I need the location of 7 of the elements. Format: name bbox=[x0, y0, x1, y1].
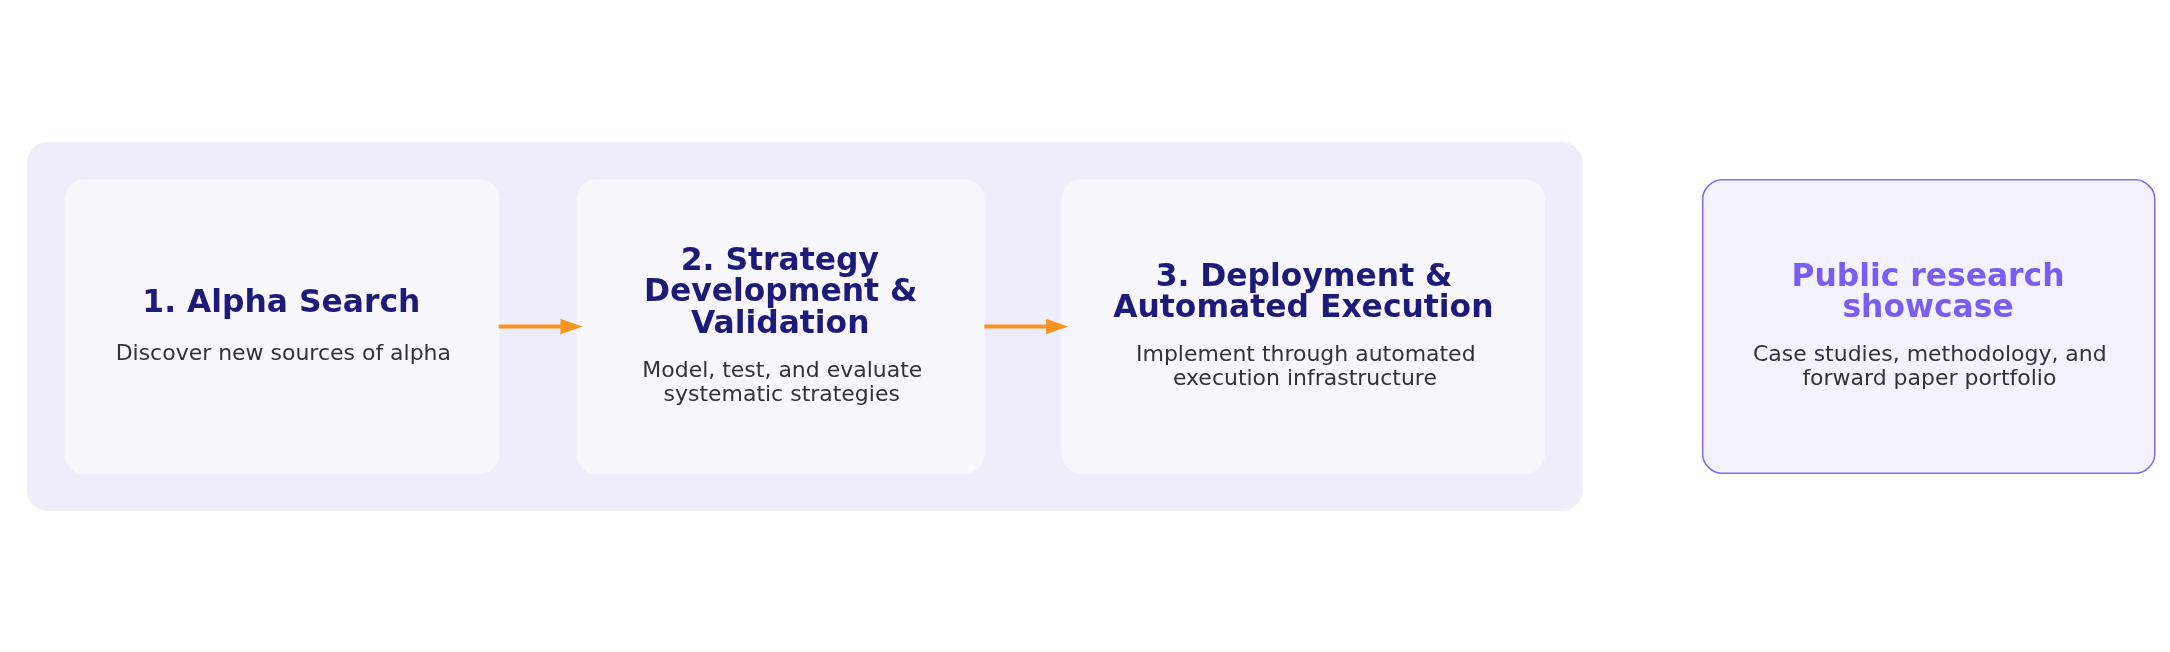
node-box: 2. Strategy Development & Validation Model, test, and evaluate systematic strategies bbox=[576, 178, 985, 474]
node-box: 1. Alpha Search Discover new sources of alpha bbox=[64, 178, 500, 474]
node-box: 3. Deployment & Automated Execution Implement through automated execution infrastructure bbox=[1061, 178, 1545, 474]
arrow bbox=[984, 318, 1069, 334]
node-box: Public research showcase Case studies, methodology, and forward paper portfolio bbox=[1701, 178, 2156, 474]
arrow bbox=[498, 318, 583, 334]
cluster bbox=[26, 141, 1583, 511]
